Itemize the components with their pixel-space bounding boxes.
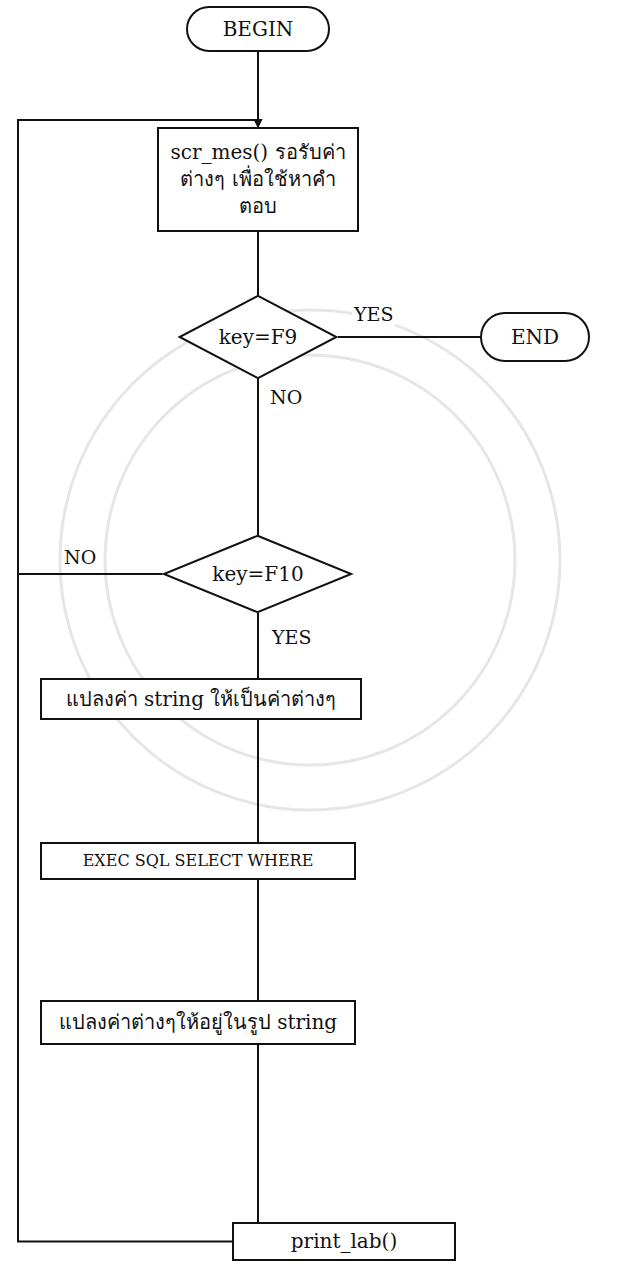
process-box: แปลงค่าต่างๆให้อยู่ในรูป string [40,1000,356,1045]
flow-connector [257,1045,259,1222]
node-text: print_lab() [291,1228,397,1255]
node-text: key=F10 [212,561,303,588]
process-box: EXEC SQL SELECT WHERE [40,842,356,880]
node-text: แปลงค่าต่างๆให้อยู่ในรูป string [59,1009,337,1036]
process-box: แปลงค่า string ให้เป็นค่าต่างๆ [40,678,362,720]
process-box: scr_mes() รอรับค่าต่างๆ เพื่อใช้หาคำตอบ [157,127,359,232]
node-text: scr_mes() รอรับค่าต่างๆ เพื่อใช้หาคำตอบ [167,139,349,220]
node-text: แปลงค่า string ให้เป็นค่าต่างๆ [66,686,337,713]
watermark-seal [60,310,560,810]
decision-diamond: key=F9 [178,295,338,379]
node-text: END [511,324,559,351]
flow-connector [257,52,259,127]
node-text: EXEC SQL SELECT WHERE [83,850,314,872]
flow-connector [257,379,259,535]
terminal-box: END [480,312,590,362]
terminal-box: BEGIN [186,6,330,52]
edge-label: NO [268,386,304,409]
edge-label: NO [62,546,98,569]
flow-connector [257,880,259,1000]
edge-label: YES [352,303,395,326]
process-box: print_lab() [232,1222,456,1261]
flow-connector [257,232,259,295]
flow-connector [257,613,259,678]
decision-diamond: key=F10 [162,535,353,613]
flow-connector [338,336,480,338]
node-text: key=F9 [219,324,298,351]
flow-connector [257,720,259,842]
edge-label: YES [270,626,313,649]
node-text: BEGIN [223,16,294,43]
